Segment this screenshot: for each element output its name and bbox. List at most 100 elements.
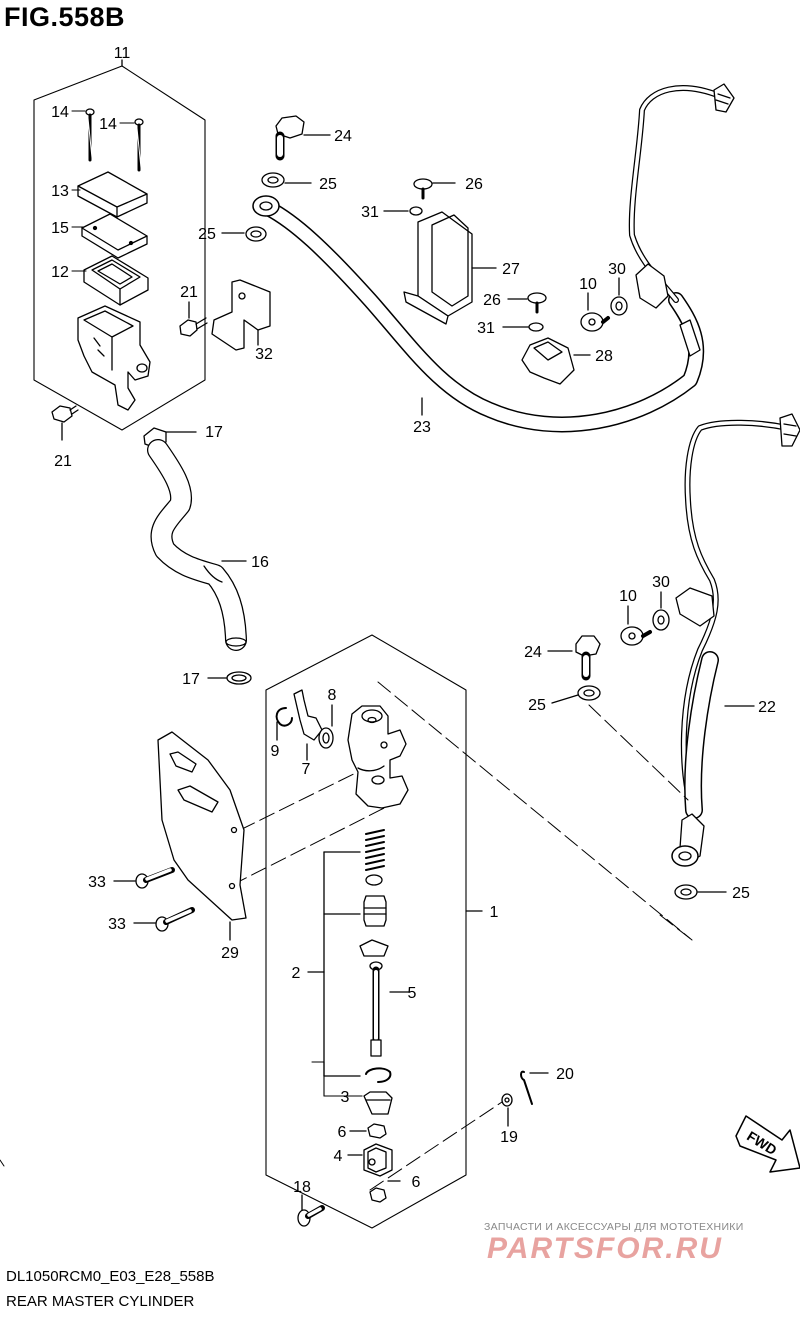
forward-direction-arrow: FWD — [735, 1115, 800, 1173]
reservoir-body — [77, 305, 151, 411]
leader-lines — [71, 110, 363, 1097]
diagram-caption: REAR MASTER CYLINDER — [6, 1293, 195, 1310]
bolt-33-lower — [133, 907, 195, 932]
callout-15: 15 — [51, 220, 69, 237]
stopper-ring-3 — [365, 1067, 392, 1083]
callout-7: 7 — [302, 761, 311, 778]
edge-mark — [0, 1159, 5, 1167]
callout-14-right: 14 — [99, 116, 117, 133]
washer-25-d — [674, 884, 727, 900]
reservoir-cap-13 — [77, 171, 148, 218]
callout-26-lower: 26 — [483, 292, 501, 309]
callout-26-upper: 26 — [465, 176, 483, 193]
callout-29: 29 — [221, 945, 239, 962]
callout-31-lower: 31 — [477, 320, 495, 337]
callout-18: 18 — [293, 1179, 311, 1196]
primary-piston — [363, 895, 387, 927]
callout-6-upper: 6 — [338, 1124, 347, 1141]
master-cylinder-frame — [265, 634, 483, 1229]
callout-27: 27 — [502, 261, 520, 278]
callout-8: 8 — [328, 687, 337, 704]
reservoir-group-frame — [33, 59, 206, 431]
reservoir-hose-16 — [147, 439, 247, 651]
screw-26-upper — [413, 178, 456, 200]
o-ring-8 — [318, 704, 334, 749]
washer-25-b — [221, 226, 267, 242]
callout-20: 20 — [556, 1066, 574, 1083]
circlip-9 — [275, 707, 293, 741]
callout-19: 19 — [500, 1129, 518, 1146]
bracket-32 — [211, 279, 271, 351]
callout-5: 5 — [408, 985, 417, 1002]
figure-title: FIG.558B — [4, 2, 126, 32]
washer-25-c — [551, 685, 601, 704]
spring-seat — [359, 939, 389, 957]
cotter-pin-20 — [520, 1070, 549, 1105]
diaphragm-12 — [83, 255, 149, 306]
callout-labels: 11 14 14 13 15 12 21 32 21 17 16 17 24 2… — [51, 45, 776, 1196]
assembly-dashed-leaders — [231, 681, 693, 1191]
clevis-pin-18 — [297, 1194, 325, 1227]
callout-24-upper: 24 — [334, 128, 352, 145]
bolt-10-lower — [620, 605, 652, 646]
callout-17-lower: 17 — [182, 671, 200, 688]
washer-25-a — [261, 172, 312, 188]
callout-25-b: 25 — [198, 226, 216, 243]
boot-3 — [363, 1091, 393, 1115]
callout-10-upper: 10 — [579, 276, 597, 293]
bolt-21-upper — [179, 301, 208, 337]
clevis-4 — [347, 1143, 393, 1177]
washer-31-upper — [383, 206, 423, 216]
callout-33-lower: 33 — [108, 916, 126, 933]
callout-23: 23 — [413, 419, 431, 436]
washer-30-lower — [652, 591, 670, 631]
washer-30-upper — [610, 277, 628, 316]
union-bolt-24-lower — [547, 635, 601, 681]
brake-hose-23 — [252, 83, 735, 433]
callout-13: 13 — [51, 183, 69, 200]
diagram-code: DL1050RCM0_E03_E28_558B — [6, 1268, 215, 1285]
callout-25-a: 25 — [319, 176, 337, 193]
washer-31-lower — [502, 322, 544, 332]
callout-28: 28 — [595, 348, 613, 365]
callout-17-upper: 17 — [205, 424, 223, 441]
callout-30-lower: 30 — [652, 574, 670, 591]
bolt-33-upper — [113, 867, 175, 889]
callout-2: 2 — [292, 965, 301, 982]
callout-25-c: 25 — [528, 697, 546, 714]
screw-14-left — [85, 108, 95, 162]
reservoir-plate-15 — [81, 213, 148, 259]
hose-guide-27 — [403, 211, 497, 325]
bolt-10-upper — [580, 292, 610, 332]
heel-guard-29 — [157, 731, 247, 941]
bolt-21-lower — [51, 405, 79, 441]
callout-12: 12 — [51, 264, 69, 281]
callout-31-upper: 31 — [361, 204, 379, 221]
callout-3: 3 — [341, 1089, 350, 1106]
callout-22: 22 — [758, 699, 776, 716]
joint-fitting-7 — [293, 689, 323, 761]
washer-19 — [501, 1093, 513, 1127]
callout-25-d: 25 — [732, 885, 750, 902]
callout-33-upper: 33 — [88, 874, 106, 891]
nut-6-lower — [369, 1180, 401, 1203]
callout-9: 9 — [271, 743, 280, 760]
hose-clamp-17-lower — [207, 671, 252, 685]
callout-32: 32 — [255, 346, 273, 363]
callout-6-lower: 6 — [412, 1174, 421, 1191]
screw-26-lower — [507, 292, 547, 314]
clamp-28 — [521, 337, 591, 385]
piston-set-2-bracket — [307, 851, 361, 1077]
callout-1: 1 — [490, 904, 499, 921]
callout-11: 11 — [114, 45, 131, 62]
nut-6-upper — [349, 1123, 387, 1139]
master-cylinder-body — [347, 705, 409, 809]
return-spring — [365, 829, 385, 886]
callout-14-left: 14 — [51, 104, 69, 121]
callout-16: 16 — [251, 554, 269, 571]
callout-21-lower: 21 — [54, 453, 72, 470]
union-bolt-24-upper — [275, 115, 331, 161]
watermark-tagline: ЗАПЧАСТИ И АКСЕССУАРЫ ДЛЯ МОТОТЕХНИКИ — [484, 1221, 744, 1233]
